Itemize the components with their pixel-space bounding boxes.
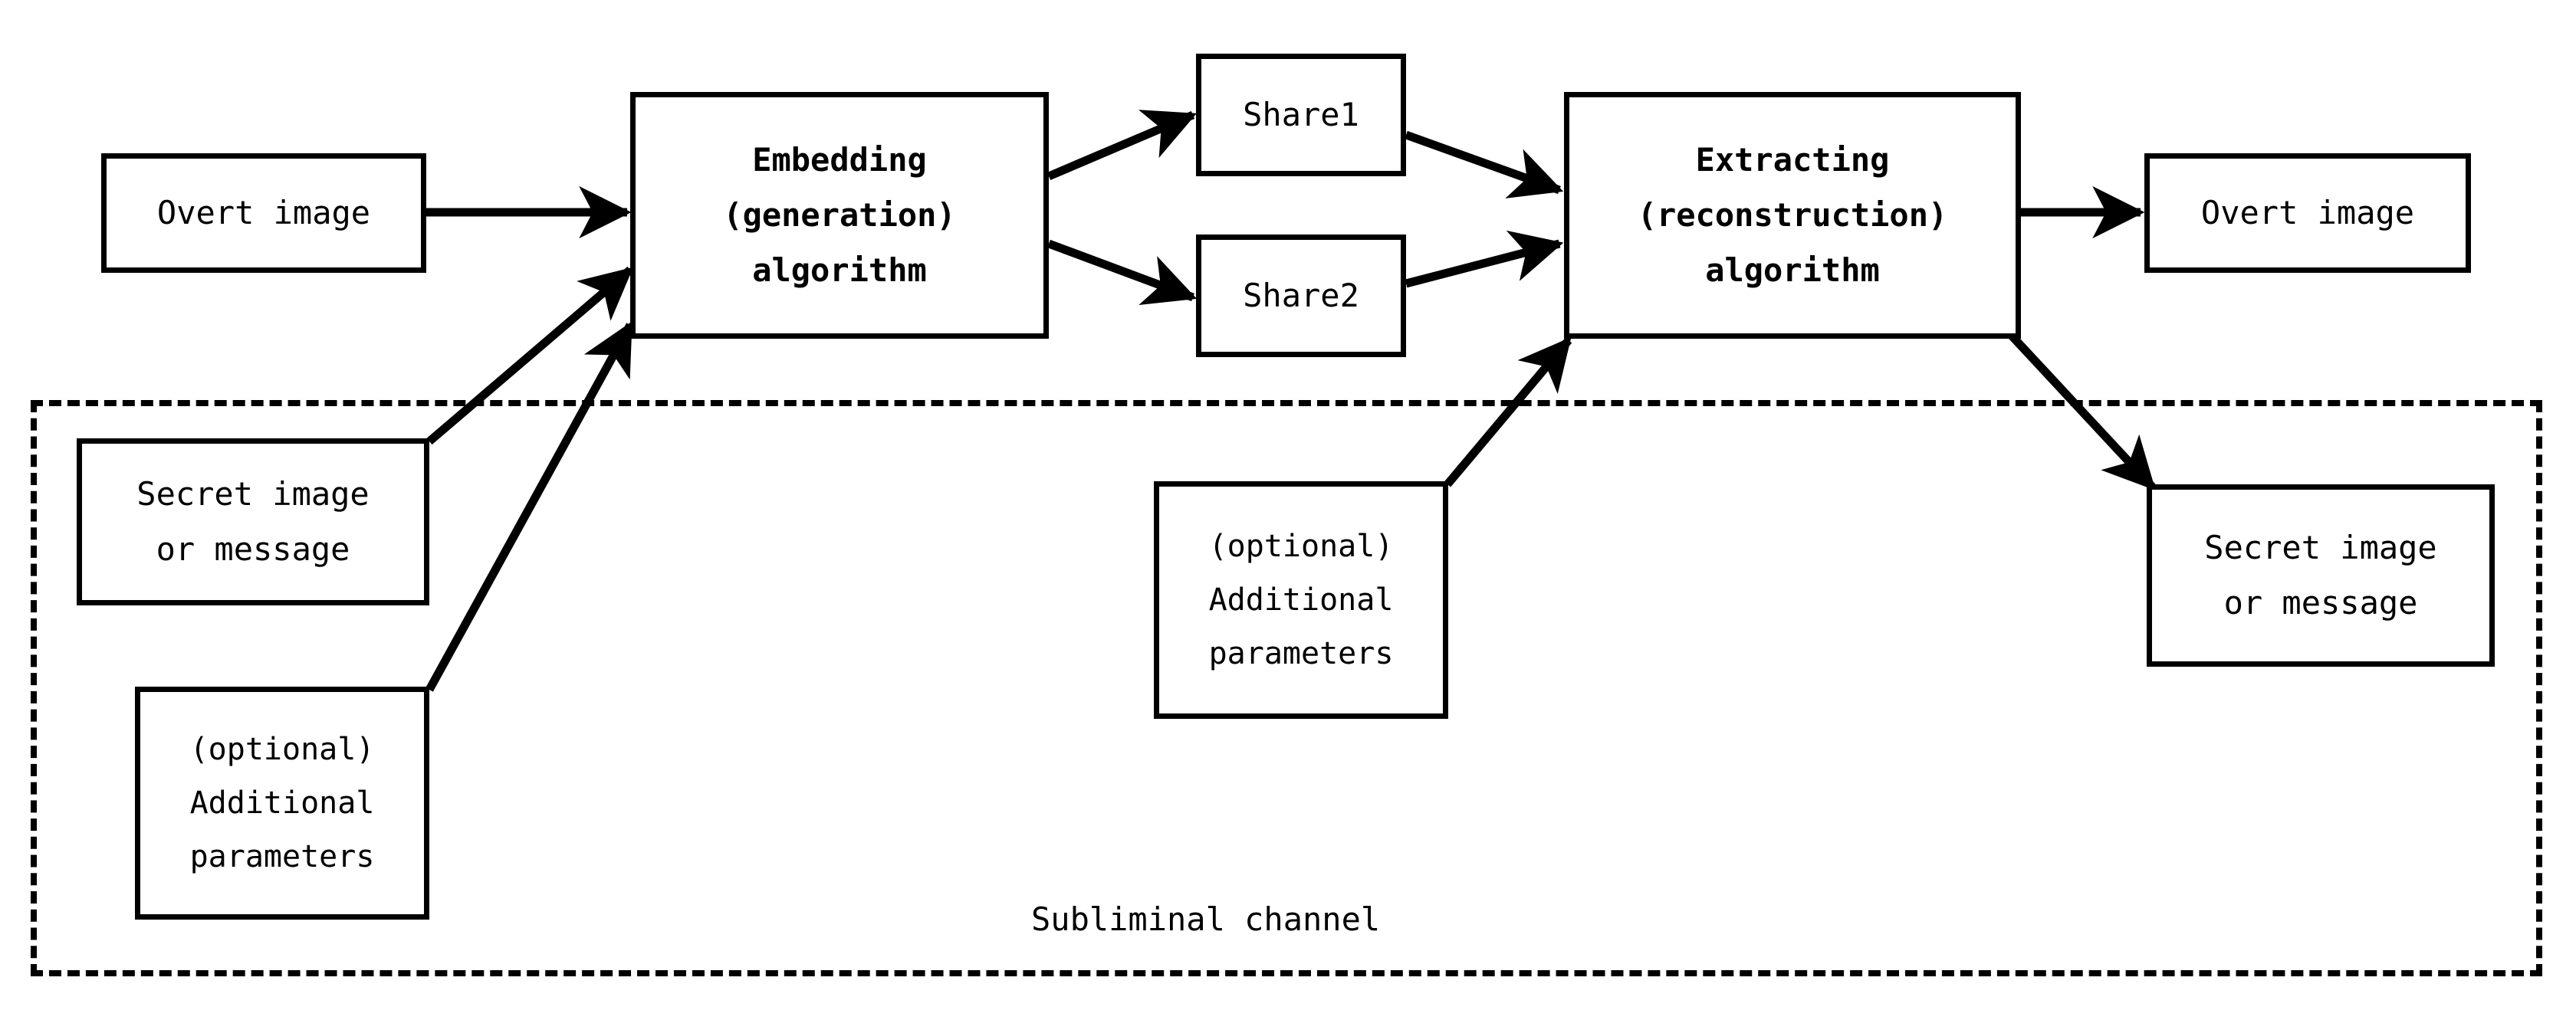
node-label-line: Extracting	[1695, 141, 1890, 179]
edge-params-in-to-embedding	[426, 321, 634, 692]
edge-secret-in-to-embedding	[426, 266, 634, 445]
node-label-line: algorithm	[1705, 251, 1880, 289]
node-label-line: Embedding	[752, 141, 927, 179]
node-label-line: (generation)	[723, 196, 956, 234]
node-extracting-algorithm[interactable]: Extracting (reconstruction) algorithm	[1564, 92, 2021, 339]
node-secret-image-output[interactable]: Secret image or message	[2147, 484, 2495, 667]
node-additional-parameters-extract[interactable]: (optional) Additional parameters	[1154, 481, 1448, 719]
node-label-line: Overt image	[2200, 194, 2415, 231]
node-label-line: (reconstruction)	[1637, 196, 1948, 234]
node-label-line: algorithm	[752, 251, 927, 289]
subliminal-channel-label: Subliminal channel	[1031, 900, 1381, 938]
edge-extracting-to-secret-out	[2006, 331, 2157, 490]
node-embedding-algorithm[interactable]: Embedding (generation) algorithm	[630, 92, 1049, 339]
node-label-line: parameters	[1208, 636, 1394, 671]
node-label-line: Additional	[1208, 582, 1394, 618]
node-overt-image-input[interactable]: Overt image	[101, 153, 426, 273]
node-overt-image-output[interactable]: Overt image	[2144, 153, 2471, 273]
edge-share1-to-extracting	[1405, 130, 1564, 198]
node-secret-image-input[interactable]: Secret image or message	[77, 438, 429, 605]
node-label-line: or message	[156, 530, 350, 568]
node-label-line: Share2	[1243, 277, 1359, 314]
edge-share2-to-extracting	[1405, 230, 1564, 288]
node-label-line: Secret image	[2204, 529, 2437, 566]
edge-params-mid-to-extracting	[1444, 336, 1572, 487]
node-label-line: Secret image	[136, 475, 370, 513]
node-share1[interactable]: Share1	[1196, 54, 1406, 176]
node-label-line: parameters	[189, 839, 375, 874]
node-additional-parameters-input[interactable]: (optional) Additional parameters	[135, 687, 429, 920]
node-label-line: (optional)	[1208, 529, 1394, 564]
node-share2[interactable]: Share2	[1196, 235, 1406, 357]
edge-embedding-to-share2	[1047, 239, 1198, 306]
node-label-line: Additional	[189, 785, 375, 821]
node-label-line: Share1	[1243, 96, 1359, 133]
edge-embedding-to-share1	[1046, 110, 1198, 181]
node-label-line: Overt image	[156, 194, 371, 231]
subliminal-channel-region	[31, 400, 2542, 976]
node-label-line: or message	[2223, 584, 2418, 622]
node-label-line: (optional)	[189, 732, 375, 767]
